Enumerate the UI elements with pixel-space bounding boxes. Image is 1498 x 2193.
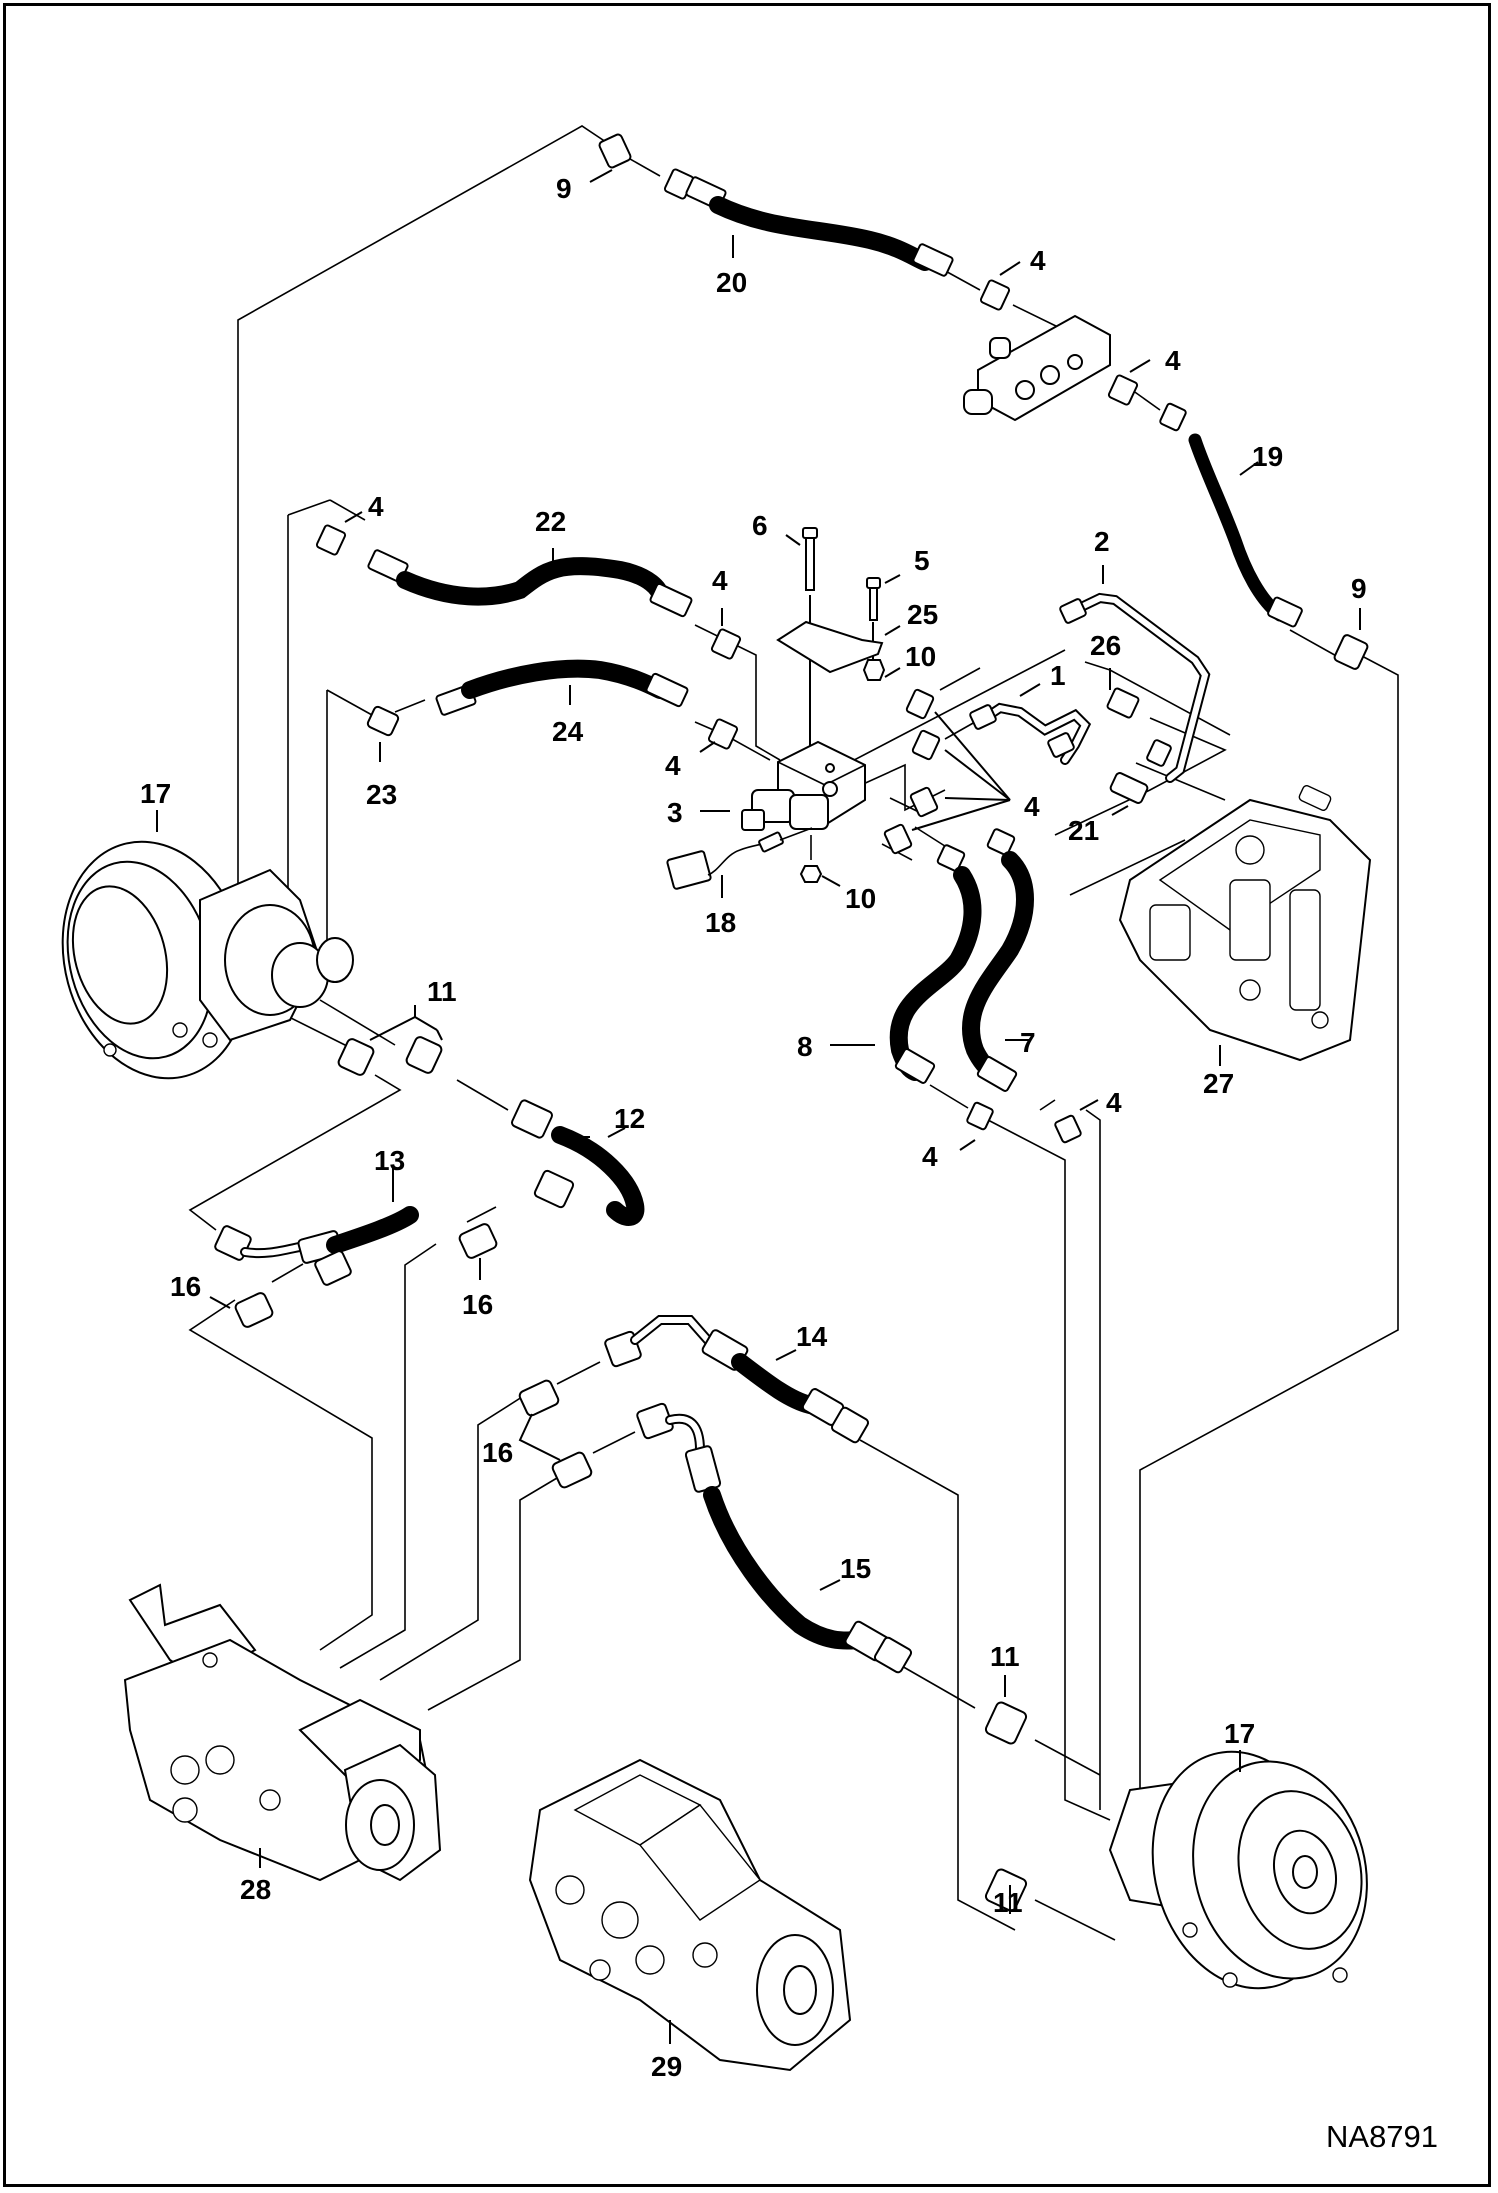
callout-16-b: 16 (462, 1289, 493, 1320)
fitting-16-b (458, 1223, 498, 1280)
fitting-16-c (518, 1379, 560, 1417)
elbow-23 (366, 705, 400, 762)
elbow-26 (1106, 668, 1172, 767)
hydrostatic-pump-28 (123, 1583, 442, 1882)
fitting-16-a (209, 1292, 274, 1328)
callout-10-upper: 10 (905, 641, 936, 672)
cross-manifold (963, 314, 1111, 422)
hydrostatic-pump-29 (528, 1758, 852, 2072)
hose-19 (1159, 402, 1303, 628)
nut-10-lower (799, 835, 841, 887)
fitting-4-top-a (979, 261, 1021, 311)
callout-12: 12 (614, 1103, 645, 1134)
callout-27: 27 (1203, 1068, 1234, 1099)
fitting-16-leader (518, 1413, 561, 1461)
fitting-11-right-a (984, 1675, 1028, 1745)
hose-22 (367, 548, 693, 618)
callout-4-left: 4 (368, 491, 384, 522)
fitting-4-right-d (883, 823, 913, 855)
wire-harness-18 (666, 827, 813, 898)
bolt-6 (785, 527, 818, 750)
hose-15 (636, 1402, 913, 1674)
callout-19: 19 (1252, 441, 1283, 472)
fitting-4-bottom-b (1054, 1099, 1099, 1144)
fitting-11-left-b (405, 1036, 443, 1074)
callout-4-mid-b: 4 (665, 750, 681, 781)
callout-16-c: 16 (482, 1437, 513, 1468)
mounting-plate-25 (776, 620, 901, 674)
fitting-16-d (551, 1451, 593, 1489)
hose-14 (604, 1315, 870, 1444)
callout-28: 28 (240, 1874, 271, 1905)
callout-9-right: 9 (1351, 573, 1367, 604)
hose-8 (830, 844, 982, 1084)
tube-1 (969, 683, 1092, 765)
drive-motor-17-right (1108, 1750, 1368, 1990)
callout-18: 18 (705, 907, 736, 938)
callout-4-cluster: 4 (1024, 791, 1040, 822)
callout-4-mid-a: 4 (712, 565, 728, 596)
drive-motor-17-left (61, 810, 354, 1080)
callout-11-left: 11 (427, 976, 457, 1007)
fitting-4-right-b (911, 729, 941, 761)
hose-20 (663, 168, 954, 277)
fitting-4-top-b (1107, 359, 1151, 406)
callout-4-top-b: 4 (1165, 345, 1181, 376)
hose-13 (214, 1168, 419, 1286)
hose-24 (435, 659, 689, 716)
callout-22: 22 (535, 506, 566, 537)
fitting-4-bottom-a (959, 1101, 994, 1151)
solenoid-valve-3 (700, 789, 829, 831)
hose-12 (510, 1099, 645, 1226)
tee-21 (1109, 772, 1149, 816)
drawing-identifier: NA8791 (1326, 2119, 1438, 2154)
callout-14: 14 (796, 1321, 828, 1352)
callout-5: 5 (914, 545, 930, 576)
fitting-11-left-a (337, 1038, 375, 1076)
callout-3: 3 (667, 797, 683, 828)
callout-8: 8 (797, 1031, 813, 1062)
nut-10-upper (862, 659, 901, 681)
fitting-4-right-a (905, 688, 935, 720)
callout-24: 24 (552, 716, 584, 747)
callout-17-right: 17 (1224, 1718, 1255, 1749)
callout-11-right-b: 11 (993, 1887, 1023, 1918)
hose-7 (962, 828, 1034, 1092)
fitting-4-mid-b (699, 718, 739, 753)
callout-29: 29 (651, 2051, 682, 2082)
fitting-4-left (315, 511, 363, 556)
callout-labels: 9 20 4 4 19 9 4 22 6 5 4 25 10 2 26 1 24… (140, 173, 1367, 2082)
callout-23: 23 (366, 779, 397, 810)
callout-20: 20 (716, 267, 747, 298)
callout-13: 13 (374, 1145, 405, 1176)
callout-26: 26 (1090, 630, 1121, 661)
fitting-4-mid-a (710, 608, 742, 660)
fitting-11-right-b (984, 1868, 1028, 1914)
callout-15: 15 (840, 1553, 871, 1584)
callout-21: 21 (1068, 815, 1099, 846)
callout-10-lower: 10 (845, 883, 876, 914)
callout-4-bottom-a: 4 (922, 1141, 938, 1172)
fitting-11-leader (369, 1005, 443, 1041)
callout-6: 6 (752, 510, 768, 541)
fitting-9-right (1333, 608, 1369, 670)
callout-7: 7 (1020, 1027, 1036, 1058)
callout-2: 2 (1094, 526, 1110, 557)
bolt-5 (866, 574, 901, 660)
callout-11-right-a: 11 (990, 1641, 1020, 1672)
control-valve-27 (1118, 785, 1372, 1066)
callout-16-a: 16 (170, 1271, 201, 1302)
callout-17-left: 17 (140, 778, 171, 809)
fitting-4-right-c (909, 786, 939, 818)
fitting-9-top (589, 133, 632, 183)
callout-4-top-a: 4 (1030, 245, 1046, 276)
callout-9-top: 9 (556, 173, 572, 204)
tube-2 (1059, 565, 1211, 783)
callout-25: 25 (907, 599, 938, 630)
callout-4-bottom-b: 4 (1106, 1087, 1122, 1118)
callout-1: 1 (1050, 660, 1066, 691)
fitting-4-leaders (911, 711, 1011, 831)
